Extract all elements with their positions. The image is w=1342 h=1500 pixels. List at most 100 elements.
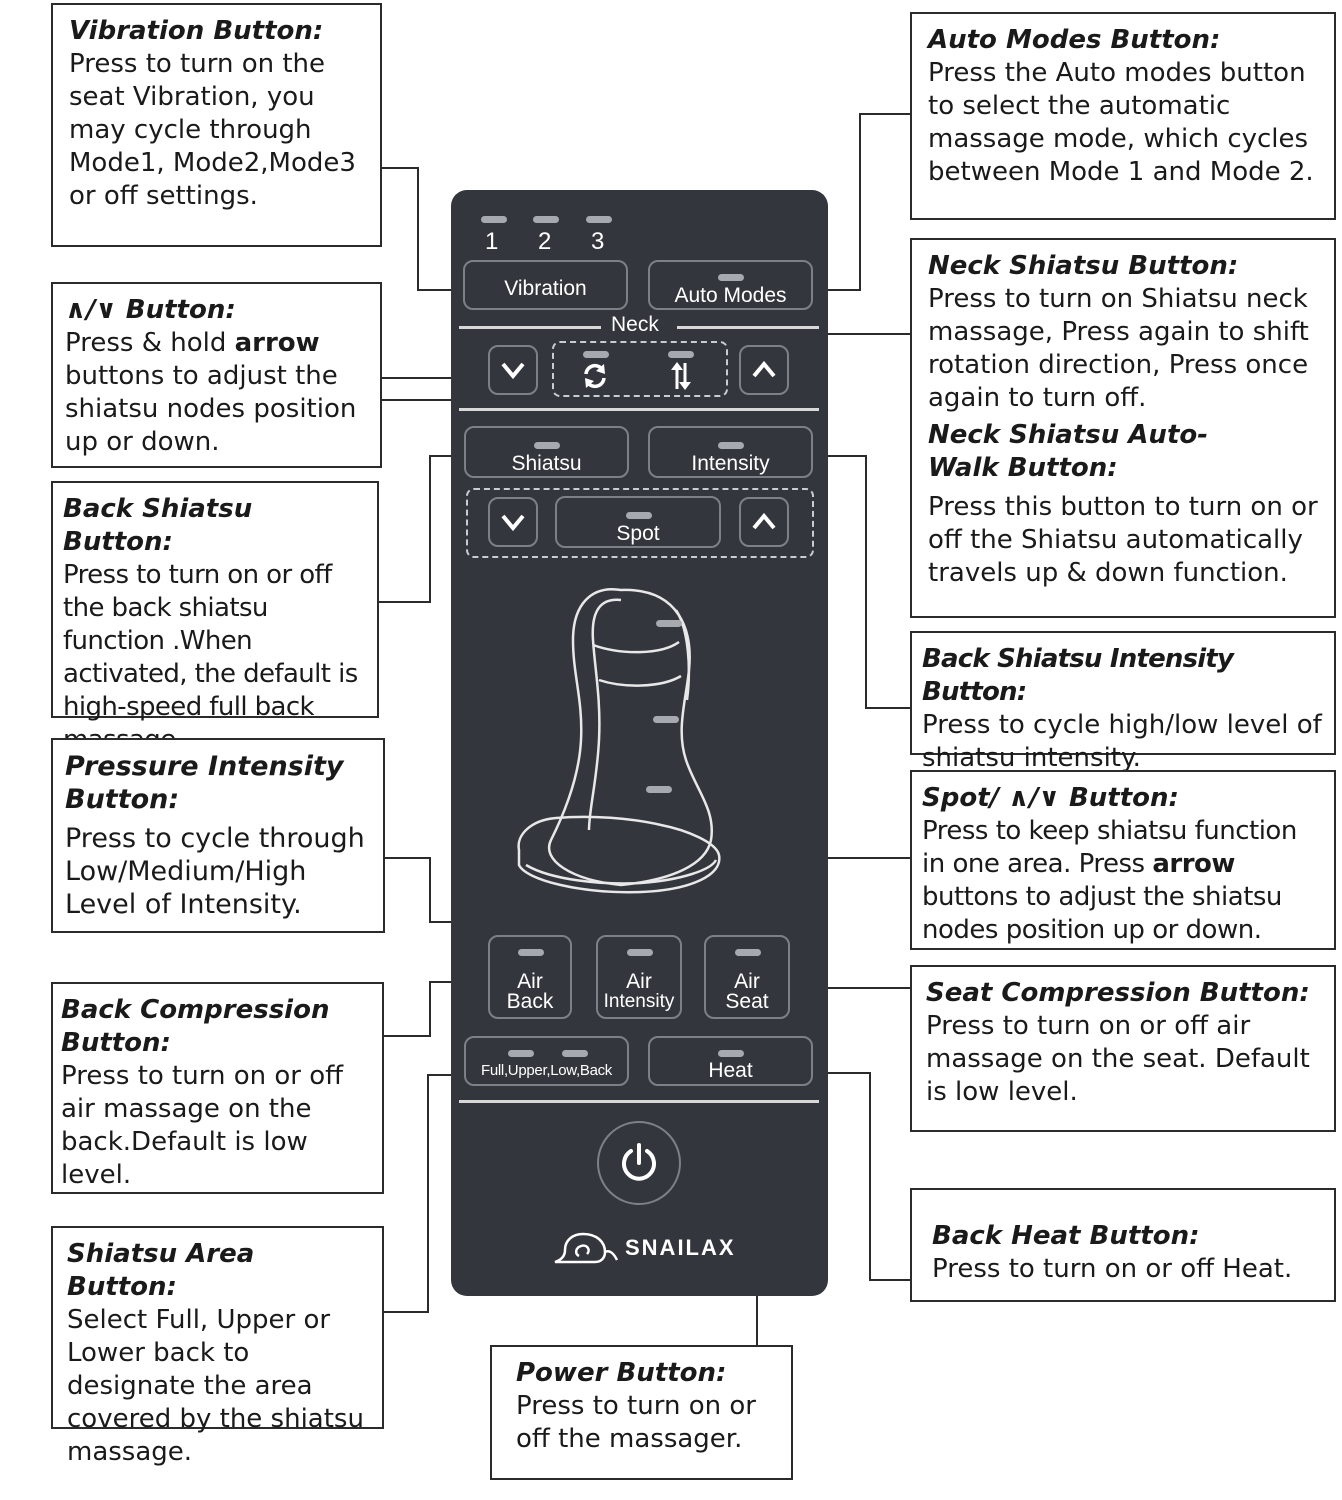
air-back-led (518, 949, 544, 956)
area-led-2 (562, 1050, 588, 1057)
shiatsu-area-label: Full,Upper,Low,Back (480, 1062, 613, 1079)
air-back-label-1: Air (517, 970, 543, 993)
vibration-label: Vibration (504, 277, 587, 300)
spot-up-button[interactable] (739, 497, 789, 547)
air-seat-label-1: Air (734, 970, 760, 993)
intensity-led (718, 442, 744, 449)
area-led-1 (508, 1050, 534, 1057)
callout-text: Press to turn on or off air massage on t… (61, 1061, 344, 1190)
callout-intensity: Back Shiatsu Intensity Button: Press to … (910, 631, 1336, 773)
shiatsu-area-button[interactable]: Full,Upper,Low,Back (464, 1036, 629, 1086)
separator-3 (459, 1100, 819, 1103)
spot-dashed-group (466, 488, 814, 558)
power-button[interactable] (597, 1121, 681, 1205)
callout-seat-compression: Seat Compression Button: Press to turn o… (910, 965, 1336, 1132)
callout-updown: ∧/∨ Button: Press & hold arrow buttons t… (51, 282, 382, 468)
callout-text: Press to keep shiatsu function in one ar… (922, 816, 1297, 945)
chevron-down-icon (501, 362, 525, 380)
callout-title: Power Button: (516, 1358, 727, 1388)
heat-button[interactable]: Heat (648, 1036, 813, 1086)
shiatsu-led (534, 442, 560, 449)
neck-shiatsu-button[interactable] (580, 361, 614, 393)
auto-modes-led (718, 274, 744, 281)
callout-text: Press to cycle high/low level of shiatsu… (922, 710, 1322, 773)
chevron-down-icon (501, 514, 525, 532)
air-back-button[interactable]: Air Back (488, 935, 572, 1019)
up-down-arrows-icon (671, 362, 691, 390)
massage-seat-illustration (517, 587, 721, 894)
callout-title: Back Shiatsu Button: (63, 494, 253, 557)
vibration-button[interactable]: Vibration (463, 260, 628, 310)
spot-button[interactable]: Spot (555, 496, 721, 548)
intensity-button[interactable]: Intensity (648, 426, 813, 478)
callout-title: Vibration Button: (69, 16, 324, 46)
callout-text-autowalk: Press this button to turn on or off the … (928, 492, 1318, 588)
callout-text: Select Full, Upper or Lower back to desi… (67, 1305, 364, 1467)
air-seat-led (735, 949, 761, 956)
air-seat-label-2: Seat (725, 990, 769, 1013)
air-intensity-label-2: Intensity (603, 991, 675, 1012)
callout-title: Seat Compression Button: (926, 978, 1310, 1008)
neck-dashed-group (552, 341, 728, 397)
callout-text: Press & hold arrow buttons to adjust the… (65, 328, 357, 457)
brand-logo: SNAILAX (551, 1230, 736, 1266)
callout-title: ∧/∨ Button: (65, 295, 236, 325)
callout-text: Press the Auto modes button to select th… (928, 58, 1314, 187)
spot-led (626, 512, 652, 519)
callout-text: Press to turn on or off air massage on t… (926, 1011, 1310, 1107)
mode3-label: 3 (591, 228, 605, 255)
air-back-label-2: Back (506, 990, 554, 1013)
callout-title: Pressure Intensity Button: (65, 751, 344, 815)
callout-text: Press to turn on or off Heat. (932, 1254, 1293, 1284)
snail-icon (554, 1232, 619, 1264)
callout-power: Power Button: Press to turn on or off th… (490, 1345, 793, 1480)
neck-down-button[interactable] (488, 345, 538, 395)
neck-walk-led (668, 351, 694, 358)
heat-led (718, 1050, 744, 1057)
spot-down-button[interactable] (488, 497, 538, 547)
callout-title: Shiatsu Area Button: (67, 1239, 255, 1302)
callout-neck: Neck Shiatsu Button: Press to turn on Sh… (910, 238, 1336, 618)
callout-back-compression: Back Compression Button: Press to turn o… (51, 982, 384, 1194)
callout-text: Press to cycle through Low/Medium/High L… (65, 823, 365, 920)
separator-2 (459, 408, 819, 411)
callout-title-autowalk: Neck Shiatsu Auto-Walk Button: (928, 420, 1209, 483)
callout-title: Neck Shiatsu Button: (928, 251, 1239, 281)
rotate-icon (584, 363, 606, 389)
neck-separator-right (677, 326, 819, 329)
callout-spot: Spot/ ∧/∨ Button: Press to keep shiatsu … (910, 770, 1336, 950)
auto-modes-label: Auto Modes (674, 284, 787, 307)
neck-label: Neck (611, 313, 659, 336)
neck-rotate-led (583, 351, 609, 358)
shiatsu-button[interactable]: Shiatsu (464, 426, 629, 478)
mode2-led (533, 216, 559, 223)
air-intensity-label-1: Air (626, 970, 652, 993)
remote-control: 1 2 3 Vibration Auto Modes Neck (451, 190, 828, 1296)
intensity-label: Intensity (691, 452, 770, 475)
callout-back-shiatsu: Back Shiatsu Button: Press to turn on or… (51, 481, 379, 755)
auto-modes-button[interactable]: Auto Modes (648, 260, 813, 310)
air-intensity-led (627, 949, 653, 956)
callout-vibration: Vibration Button: Press to turn on the s… (51, 3, 382, 247)
brand-name: SNAILAX (625, 1235, 736, 1260)
callout-pressure: Pressure Intensity Button: Press to cycl… (51, 738, 385, 933)
air-seat-button[interactable]: Air Seat (704, 935, 790, 1019)
chevron-up-icon (752, 512, 776, 530)
mode1-label: 1 (485, 228, 499, 255)
callout-text: Press to turn on or off the massager. (516, 1391, 756, 1454)
callout-auto-modes: Auto Modes Button: Press the Auto modes … (910, 12, 1336, 220)
mode2-label: 2 (538, 228, 552, 255)
callout-title: Spot/ ∧/∨ Button: (922, 783, 1179, 813)
callout-text: Press to turn on Shiatsu neck massage, P… (928, 284, 1309, 413)
callout-title: Back Shiatsu Intensity Button: (922, 644, 1234, 707)
callout-heat: Back Heat Button: Press to turn on or of… (910, 1188, 1336, 1302)
connector-intensity (814, 455, 912, 709)
neck-up-button[interactable] (739, 345, 789, 395)
callout-text: Press to turn on the seat Vibration, you… (69, 49, 356, 211)
heat-label: Heat (708, 1059, 753, 1082)
air-intensity-button[interactable]: Air Intensity (596, 935, 682, 1019)
neck-auto-walk-button[interactable] (668, 361, 698, 393)
mode1-led (481, 216, 507, 223)
power-icon (622, 1143, 656, 1181)
callout-title: Auto Modes Button: (928, 25, 1221, 55)
